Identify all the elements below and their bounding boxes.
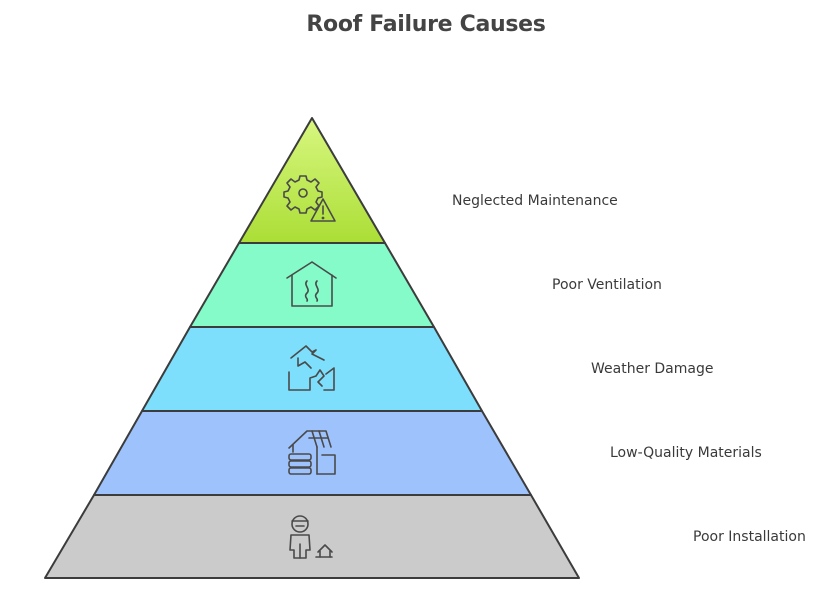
level-label-poor-installation: Poor Installation (693, 529, 806, 545)
pyramid-level-poor-installation (44, 494, 580, 579)
diagram-title: Roof Failure Causes (306, 12, 546, 37)
level-label-neglected-maintenance: Neglected Maintenance (452, 193, 618, 209)
pyramid-level-weather-damage (141, 326, 483, 412)
worker-house-icon (289, 515, 333, 559)
level-label-low-quality-materials: Low-Quality Materials (610, 445, 762, 461)
pyramid-level-poor-ventilation (189, 242, 435, 328)
house-ventilation-icon (286, 261, 337, 307)
gear-warning-icon (283, 175, 336, 222)
level-label-weather-damage: Weather Damage (591, 361, 714, 377)
solar-house-materials-icon (288, 430, 336, 475)
level-label-poor-ventilation: Poor Ventilation (552, 277, 662, 293)
pyramid-level-low-quality-materials (93, 410, 532, 496)
damaged-house-icon (288, 345, 335, 391)
